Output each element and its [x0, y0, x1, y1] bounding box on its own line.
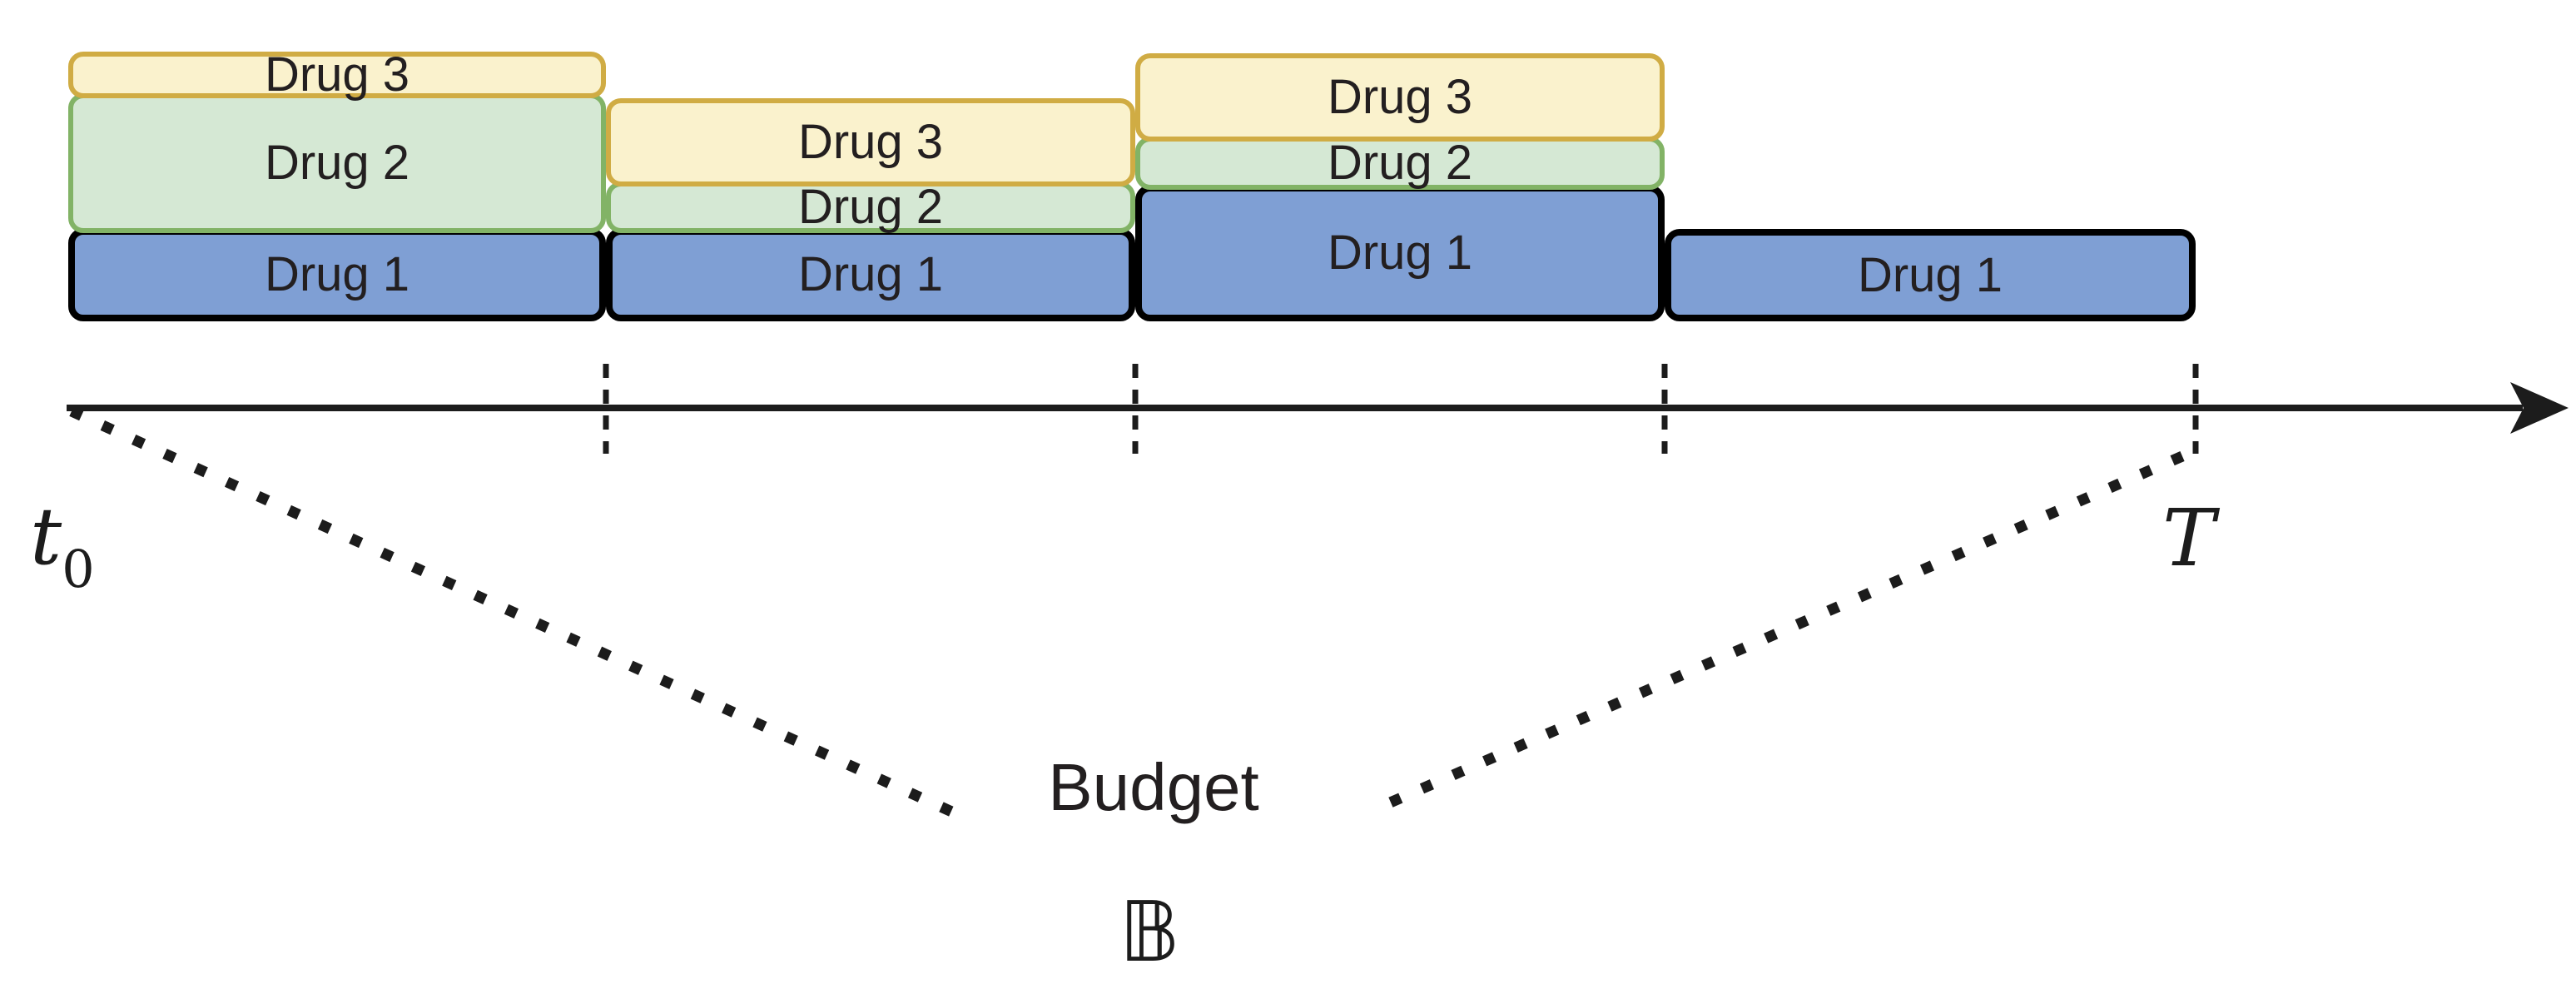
drug-box-label: Drug 1 [264, 247, 410, 301]
drug-box-label: Drug 2 [1327, 136, 1473, 190]
axis-start-time-label: t0 [30, 498, 95, 595]
budget-dotted-brace-group [69, 406, 2185, 819]
drug-box-segment1-drug-2: Drug 2 [68, 93, 606, 233]
drug-box-segment1-drug-3: Drug 3 [68, 47, 606, 102]
drug-box-label: Drug 1 [1327, 226, 1473, 280]
drug-box-segment1-drug-1: Drug 1 [68, 228, 606, 321]
drug-box-label: Drug 2 [264, 136, 410, 190]
drug-box-segment2-drug-1: Drug 1 [606, 228, 1135, 321]
budget-brace-dotted-line-left [69, 406, 960, 819]
drug-box-segment3-drug-1: Drug 1 [1135, 185, 1665, 321]
drug-box-segment2-drug-3: Drug 3 [606, 98, 1135, 186]
drug-box-label: Drug 3 [264, 47, 410, 102]
time-axis-arrowhead-icon [2510, 382, 2569, 434]
drug-box-segment4-drug-1: Drug 1 [1665, 229, 2196, 321]
drug-box-segment2-drug-2: Drug 2 [606, 181, 1135, 233]
drug-box-segment3-drug-2: Drug 2 [1135, 137, 1665, 190]
t0-subscript: 0 [62, 539, 95, 599]
budget-brace-dotted-line-right [1372, 451, 2185, 814]
axis-end-time-label: T [2162, 493, 2216, 584]
t0-base: t [30, 491, 62, 583]
drug-box-label: Drug 2 [797, 180, 944, 234]
drug-box-label: Drug 1 [797, 247, 944, 301]
drug-box-segment3-drug-3: Drug 3 [1135, 53, 1665, 142]
budget-label: Budget [1048, 750, 1259, 824]
drug-box-label: Drug 3 [797, 115, 944, 169]
drug-box-label: Drug 3 [1327, 70, 1473, 124]
drug-box-label: Drug 1 [1857, 247, 2003, 302]
budget-symbol-blackboard-b: 𝔹 [1119, 883, 1180, 981]
